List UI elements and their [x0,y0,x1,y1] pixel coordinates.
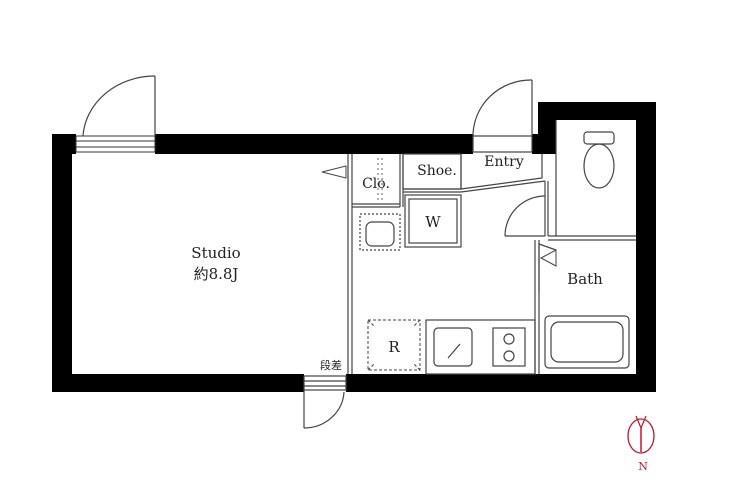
bath-label: Bath [567,270,603,288]
entry-label: Entry [484,154,524,170]
exterior-walls [52,102,656,392]
step-label: 段差 [320,358,342,372]
door-swing-top-left [82,75,156,137]
window-top [75,135,156,153]
compass-north-label: N [638,460,648,473]
door-markers [321,165,557,267]
studio-label: Studio [191,244,240,262]
studio-size: 約8.8J [194,265,239,283]
compass-icon: N [627,415,655,473]
closet-hanger-lines [377,158,383,200]
fridge-label: R [388,338,400,356]
closet-label: Clo. [362,176,390,192]
interior-walls [347,120,636,375]
shoe-label: Shoe. [417,163,457,179]
washer-label: W [425,213,441,231]
balcony-door [303,375,347,429]
entry-door [472,79,533,153]
fridge-space [367,319,421,371]
